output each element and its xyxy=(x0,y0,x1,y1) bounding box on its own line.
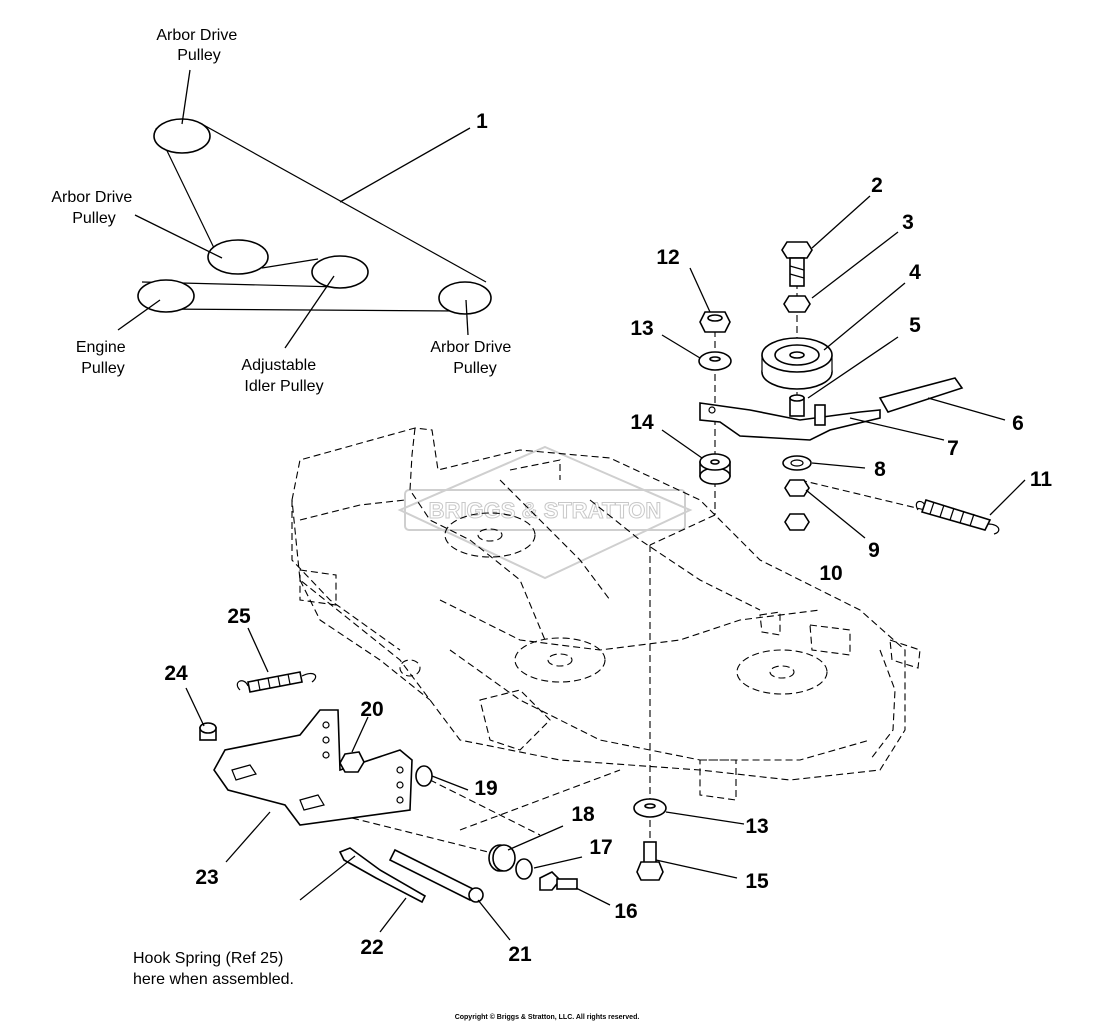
rod-part-22 xyxy=(338,847,427,904)
assembly-note: Hook Spring (Ref 25) here when assembled… xyxy=(133,950,294,988)
idler-arm-part-7 xyxy=(699,402,881,441)
callout-13-upper: 13 xyxy=(630,317,653,340)
washer-part-13-upper xyxy=(698,351,732,371)
hanger-assembly xyxy=(199,671,621,904)
callout-13-lower: 13 xyxy=(745,815,768,838)
arbor-drive-pulley-middle xyxy=(207,239,269,275)
callout-17: 17 xyxy=(589,836,612,859)
callout-25: 25 xyxy=(227,605,251,628)
adjustable-idler-pulley xyxy=(311,255,369,289)
leader-line xyxy=(117,299,161,331)
leader-line xyxy=(465,299,469,336)
belt-segment xyxy=(261,258,319,269)
label-adjustable-idler-pulley: Adjustable Idler Pulley xyxy=(241,357,323,395)
label-arbor-drive-pulley-top: Arbor Drive Pulley xyxy=(156,27,241,64)
callout-1: 1 xyxy=(476,110,488,133)
leader-line xyxy=(181,69,191,125)
spacer-part-5 xyxy=(789,394,805,417)
callout-23: 23 xyxy=(195,866,218,889)
nut-part-10 xyxy=(784,513,810,531)
spindle-left xyxy=(444,512,536,558)
belt-segment xyxy=(154,308,459,312)
callout-5: 5 xyxy=(909,314,921,337)
bolt-part-16 xyxy=(539,871,578,891)
callout-leaders xyxy=(185,195,1026,941)
spring-part-25 xyxy=(236,671,317,693)
spindle-right xyxy=(736,649,828,695)
callout-10: 10 xyxy=(819,562,842,585)
callout-numbers: 1 2 3 4 5 6 7 8 9 10 11 12 13 14 13 15 1… xyxy=(164,110,1052,966)
callout-3: 3 xyxy=(902,211,914,234)
watermark-logo: BRIGGS & STRATTON xyxy=(397,445,693,580)
callout-15: 15 xyxy=(745,870,769,893)
callout-20: 20 xyxy=(360,698,383,721)
callout-2: 2 xyxy=(871,174,883,197)
idler-assembly xyxy=(633,241,1000,881)
bolt-part-2 xyxy=(781,241,813,287)
label-engine-pulley: Engine Pulley xyxy=(76,339,130,377)
bushing-part-24 xyxy=(199,722,217,741)
washer-part-19 xyxy=(415,765,433,787)
note-leader-line xyxy=(299,855,356,901)
nut-part-20 xyxy=(339,751,365,773)
washer-part-17 xyxy=(515,858,533,880)
spacer-part-14 xyxy=(699,453,731,485)
washer-part-8 xyxy=(782,455,812,471)
spring-part-11 xyxy=(915,499,1000,535)
pin-part-21 xyxy=(388,848,484,903)
callout-9: 9 xyxy=(868,539,880,562)
callout-14: 14 xyxy=(630,411,654,434)
mower-deck-outline xyxy=(291,427,921,801)
bracket-part-23 xyxy=(213,709,413,826)
callout-19: 19 xyxy=(474,777,497,800)
bolt-part-15 xyxy=(636,841,664,881)
callout-8: 8 xyxy=(874,458,886,481)
callout-4: 4 xyxy=(909,261,921,284)
callout-7: 7 xyxy=(947,437,959,460)
engine-pulley xyxy=(137,279,195,313)
leader-line xyxy=(134,214,223,259)
callout-11: 11 xyxy=(1030,468,1053,491)
callout-22: 22 xyxy=(360,936,383,959)
arbor-drive-pulley-right xyxy=(438,281,492,315)
belt-segment xyxy=(199,122,487,283)
nut-part-9 xyxy=(784,479,810,497)
spindle-center xyxy=(514,637,606,683)
idler-pulley-part-4 xyxy=(761,337,833,390)
callout-21: 21 xyxy=(508,943,532,966)
callout-24: 24 xyxy=(164,662,188,685)
callout-12: 12 xyxy=(656,246,679,269)
nut-part-12 xyxy=(699,311,731,333)
belt-routing-diagram: Arbor Drive Pulley Arbor Drive Pulley En… xyxy=(51,27,515,395)
pad-part-6 xyxy=(878,377,964,413)
callout-6: 6 xyxy=(1012,412,1024,435)
label-arbor-drive-pulley-right: Arbor Drive Pulley xyxy=(430,339,515,377)
nut-part-3 xyxy=(783,295,811,313)
leader-line xyxy=(284,275,335,349)
spacer-part-18 xyxy=(488,844,516,872)
watermark-text: BRIGGS & STRATTON xyxy=(429,498,662,523)
label-arbor-drive-pulley-middle: Arbor Drive Pulley xyxy=(51,189,136,227)
arbor-drive-pulley-top xyxy=(153,118,211,154)
washer-part-13-lower xyxy=(633,798,667,818)
callout-16: 16 xyxy=(614,900,637,923)
copyright-text: Copyright © Briggs & Stratton, LLC. All … xyxy=(455,1013,640,1021)
leader-line xyxy=(339,127,471,203)
callout-18: 18 xyxy=(571,803,595,826)
